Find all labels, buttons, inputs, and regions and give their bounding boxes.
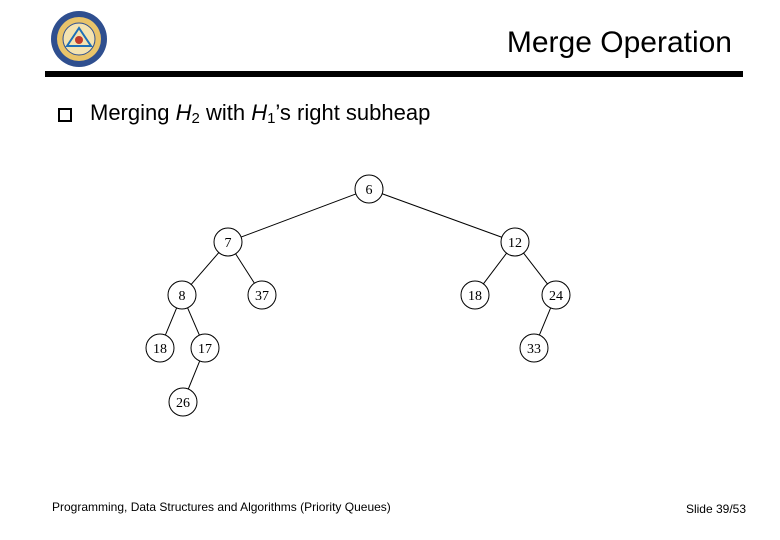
tree-node-circle [354,174,384,204]
tree-edge [538,307,552,336]
tree-node-circle [541,280,571,310]
tree-node-circle [247,280,277,310]
bullet-box-icon [58,107,72,122]
heap-h1-letter: H [251,100,268,125]
heap-h1-subscript: 1 [267,110,276,127]
tree-edge [190,252,220,285]
university-seal-icon [51,11,107,67]
tree-node-label: 24 [549,289,563,304]
tree-node-label: 12 [508,236,522,251]
tree-node-label: 33 [527,342,541,357]
footer-slide-number: Slide 39/53 [685,502,746,516]
tree-node-circle [190,333,220,363]
tree-node-circle [168,387,198,417]
tree-node: 33 [519,333,549,363]
tree-edge [381,193,503,238]
tree-node: 6 [354,174,384,204]
tree-node: 26 [168,387,198,417]
tree-node-circle [519,333,549,363]
tree-edge [483,252,507,285]
tree-node-circle [460,280,490,310]
tree-node: 18 [460,280,490,310]
tree-edge [164,307,178,336]
bullet-text-part: Merging [90,100,176,125]
tree-node-circle [167,280,197,310]
tree-node-label: 18 [468,289,482,304]
tree-node-label: 26 [176,396,190,411]
bullet-text-part: with [199,100,252,125]
tree-node-circle [500,227,530,257]
tree-node: 37 [247,280,277,310]
tree-edge [523,252,548,285]
tree-node: 18 [145,333,175,363]
tree-node-circle [145,333,175,363]
tree-node-label: 17 [198,342,212,357]
tree-node-label: 6 [366,183,373,198]
tree-node: 8 [167,280,197,310]
tree-node: 7 [213,227,243,257]
tree-edge [240,193,357,238]
tree-node-label: 7 [225,236,232,251]
bullet-text: Merging H2 with H1’s right subheap [90,100,430,127]
tree-node: 24 [541,280,571,310]
tree-edge [187,360,201,390]
footer-course-title: Programming, Data Structures and Algorit… [52,500,391,514]
tree-node: 12 [500,227,530,257]
tree-node-label: 8 [179,289,186,304]
tree-node: 17 [190,333,220,363]
tree-edge [187,307,200,336]
heap-h2-letter: H [175,100,192,125]
bullet-text-part: ’s right subheap [275,100,431,125]
tree-node-circle [213,227,243,257]
bullet-point: Merging H2 with H1’s right subheap [58,100,430,127]
heap-h2-subscript: 2 [191,110,200,127]
slide-title: Merge Operation [506,26,732,59]
tree-node-label: 18 [153,342,167,357]
tree-node-label: 37 [255,289,269,304]
tree-edge [235,253,255,284]
title-divider [45,71,743,77]
